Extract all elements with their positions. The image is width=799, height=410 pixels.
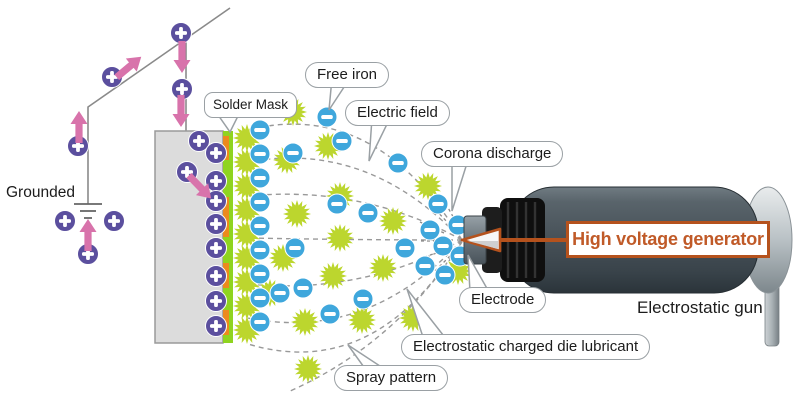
positive-charge-icon [103,210,125,232]
negative-charge-icon [249,287,271,309]
negative-charge-icon [249,239,271,261]
negative-charge-icon [331,130,353,152]
callout-electrode: Electrode [459,287,547,313]
positive-charge-icon [205,142,227,164]
substrate-plate [154,130,233,344]
lubricant-particle-icon [326,224,354,252]
positive-charge-icon [205,237,227,259]
negative-charge-icon [319,303,341,325]
negative-charge-icon [249,119,271,141]
negative-charge-icon [357,202,379,224]
negative-charge-icon [316,106,338,128]
spray-gun [460,186,793,347]
negative-charge-icon [249,215,271,237]
negative-charge-icon [249,143,271,165]
lubricant-particle-icon [369,254,397,282]
callout-free-iron: Free iron [305,62,390,88]
positive-charge-icon [170,22,192,44]
lubricant-particle-icon [379,207,407,235]
callout-spray-pattern: Spray pattern [334,365,449,391]
negative-charge-icon [249,263,271,285]
lubricant-particle-icon [348,306,376,334]
negative-charge-icon [249,167,271,189]
negative-charge-icon [427,193,449,215]
lubricant-particle-icon [319,262,347,290]
negative-charge-icon [394,237,416,259]
negative-charge-icon [269,282,291,304]
lubricant-particle-icon [283,200,311,228]
negative-charge-icon [352,288,374,310]
negative-charge-icon [249,191,271,213]
arrow-down-icon [172,95,190,127]
callout-solder-mask: Solder Mask [204,92,298,118]
positive-charge-icon [54,210,76,232]
callout-corona-discharge: Corona discharge [421,141,564,167]
negative-charge-icon [414,255,436,277]
lubricant-particle-icon [291,308,319,336]
negative-charge-icon [282,142,304,164]
positive-charge-icon [205,213,227,235]
lubricant-particle-icon [294,355,322,383]
grounded-label: Grounded [6,184,75,201]
electrostatic-gun-label: Electrostatic gun [637,298,763,317]
negative-charge-icon [434,264,456,286]
negative-charge-icon [419,219,441,241]
positive-charge-icon [205,265,227,287]
positive-charge-icon [205,290,227,312]
negative-charge-icon [326,193,348,215]
negative-charge-icon [387,152,409,174]
positive-charge-icon [205,315,227,337]
callout-die-lubricant: Electrostatic charged die lubricant [401,334,651,360]
callout-electric-field: Electric field [345,100,450,126]
electrode-cone-shade [468,241,498,249]
ground-symbol [74,203,102,219]
high-voltage-generator-label: High voltage generator [566,221,770,258]
negative-charge-icon [292,277,314,299]
negative-charge-icon [249,311,271,333]
negative-charge-icon [284,237,306,259]
